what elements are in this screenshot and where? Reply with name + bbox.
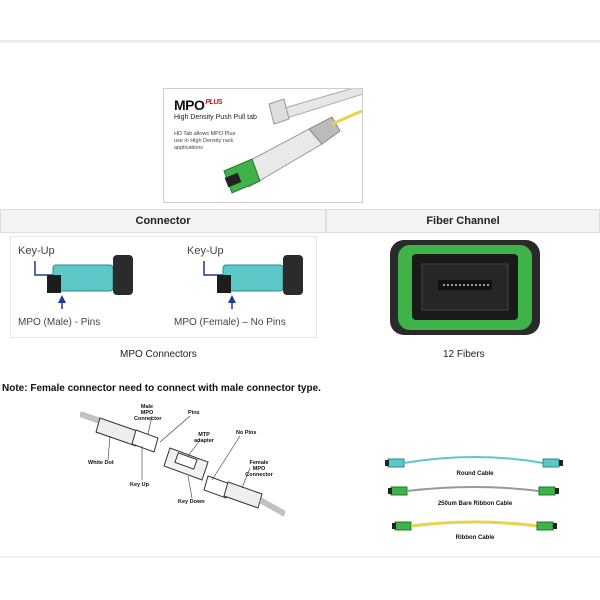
mpo-connector-drawings <box>34 255 303 309</box>
top-bar <box>0 0 600 43</box>
label-mtp-adapter: MTP adapter <box>194 432 214 444</box>
promo-subtitle: High Density Push Pull tab <box>174 114 257 121</box>
table-header-connector: Connector <box>0 209 326 233</box>
cable-drawings <box>385 456 563 531</box>
label-male-mpo-connector: Male MPO Connector <box>134 404 162 422</box>
label-round-cable: Round Cable <box>456 471 494 477</box>
connection-diagram: Male MPO Connector Pins MTP adapter No P… <box>80 402 285 520</box>
label-key-up: Key Up <box>130 482 149 488</box>
label-key-down: Key Down <box>178 499 205 505</box>
caption-mpo-connectors: MPO Connectors <box>120 349 197 360</box>
connection-diagram-drawing <box>80 411 285 517</box>
fiber-channel-image <box>390 240 540 335</box>
note-text: Note: Female connector need to connect w… <box>2 383 321 394</box>
label-female-mpo-connector: Female MPO Connector <box>245 460 273 478</box>
label-bare-ribbon-cable: 250um Bare Ribbon Cable <box>437 501 513 507</box>
female-no-pins-label: MPO (Female) – No Pins <box>174 317 286 328</box>
label-no-pins: No Pins <box>236 430 257 436</box>
key-up-label-female: Key-Up <box>187 245 224 257</box>
label-white-dot: White Dot <box>88 460 114 466</box>
mpo-plus-logo: MPOPLUS <box>174 97 223 113</box>
label-ribbon-cable: Ribbon Cable <box>455 535 495 541</box>
push-pull-connector-image <box>223 89 362 194</box>
table-header-fiber-channel: Fiber Channel <box>326 209 600 233</box>
cable-types-image: Round Cable 250um Bare Ribbon Cable Ribb… <box>385 452 565 547</box>
connector-image-panel: Key-Up Key-Up MPO (Male) - Pins MPO (Fem… <box>10 236 317 338</box>
key-up-label-male: Key-Up <box>18 245 55 257</box>
promo-description: HD Tab allows MPO Plus use in High Densi… <box>174 131 236 151</box>
bottom-divider <box>0 556 600 558</box>
label-pins: Pins <box>188 410 200 416</box>
mpo-plus-promo-card: MPOPLUS High Density Push Pull tab HD Ta… <box>163 88 363 203</box>
caption-12-fibers: 12 Fibers <box>443 349 485 360</box>
male-pins-label: MPO (Male) - Pins <box>18 317 101 328</box>
